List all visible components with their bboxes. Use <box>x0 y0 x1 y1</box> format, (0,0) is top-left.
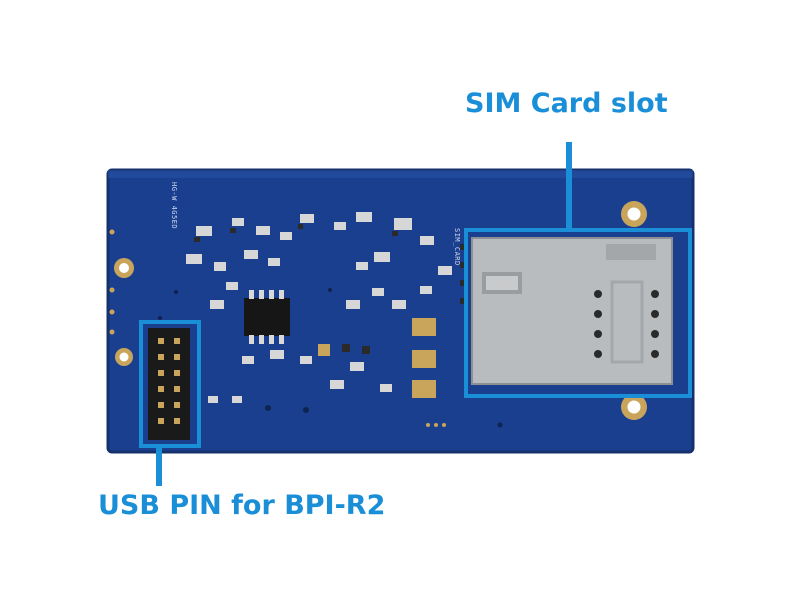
gold-pads <box>318 318 446 427</box>
soic-chip <box>244 290 290 344</box>
usb-leader-line <box>156 446 162 486</box>
silk-model-text: HG-W 4G5ED <box>170 182 178 229</box>
via-dots <box>158 288 503 428</box>
usb-pin-highlight-box <box>139 320 201 448</box>
silkscreen-model: HG-W 4G5ED <box>170 182 178 229</box>
edge-vias <box>109 229 115 335</box>
sim-card-holder <box>460 237 673 385</box>
annotation-markers <box>139 142 692 486</box>
mounting-holes <box>114 201 647 420</box>
usb-pin-header <box>148 328 190 440</box>
usb-pin-label: USB PIN for BPI-R2 <box>98 490 386 521</box>
silk-sim-label: SIM_CARD <box>453 228 461 266</box>
silkscreen-sim: SIM_CARD <box>453 228 461 266</box>
sim-slot-highlight-box <box>464 228 692 398</box>
sim-leader-line <box>566 142 572 232</box>
sim-card-slot-label: SIM Card slot <box>465 88 668 119</box>
smd-components <box>186 212 452 403</box>
